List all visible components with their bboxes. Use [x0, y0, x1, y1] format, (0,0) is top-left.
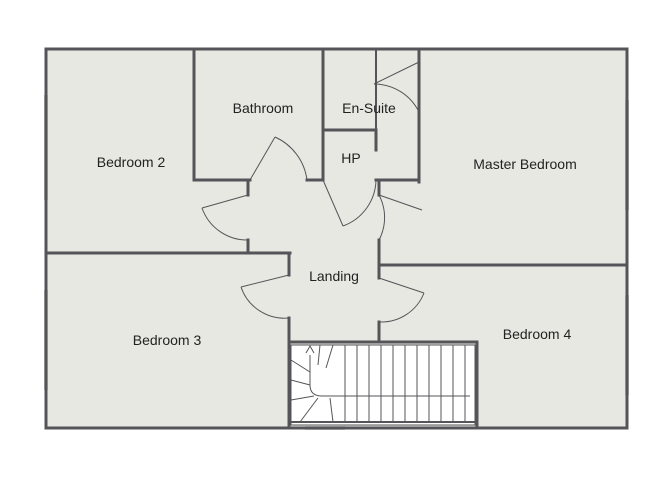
- stair-tread: [290, 379, 311, 386]
- door-hp-arc: [342, 179, 377, 227]
- room-label-bedroom-4: Bedroom 4: [502, 326, 572, 342]
- room-label-master-bedroom: Master Bedroom: [473, 156, 577, 172]
- door-bedroom4-arc: [378, 292, 425, 323]
- stair-tread: [329, 397, 334, 423]
- door-ensuite-arc: [373, 83, 420, 113]
- stair-tread: [290, 359, 311, 373]
- doors: [201, 61, 425, 323]
- door-bedroom2-leaf: [201, 194, 249, 209]
- stair-arrow-head: [305, 344, 315, 354]
- stair-tread: [317, 344, 321, 366]
- staircase: [290, 344, 476, 426]
- room-label-en-suite: En-Suite: [342, 100, 396, 116]
- door-bedroom3-arc: [240, 286, 290, 319]
- door-ensuite-leaf: [373, 61, 420, 85]
- walls: [44, 47, 629, 430]
- door-bathroom-arc: [274, 136, 308, 181]
- room-label-hp: HP: [341, 150, 361, 166]
- stair-tread: [299, 397, 319, 423]
- room-label-bathroom: Bathroom: [232, 100, 294, 116]
- stair-tread: [290, 395, 315, 401]
- room-label-bedroom-2: Bedroom 2: [96, 154, 166, 170]
- room-label-bedroom-3: Bedroom 3: [132, 332, 202, 348]
- door-hp-leaf: [322, 179, 344, 227]
- door-master-arc: [378, 194, 386, 241]
- door-bedroom4-leaf: [378, 277, 425, 294]
- stair-tread: [325, 344, 334, 369]
- stair-treads: [290, 344, 466, 423]
- door-bedroom3-leaf: [240, 274, 290, 288]
- stair-direction-line: [309, 355, 470, 397]
- door-master-leaf: [378, 194, 423, 211]
- door-bathroom-leaf: [249, 136, 276, 181]
- room-label-landing: Landing: [309, 268, 359, 284]
- door-bedroom2-arc: [201, 207, 249, 241]
